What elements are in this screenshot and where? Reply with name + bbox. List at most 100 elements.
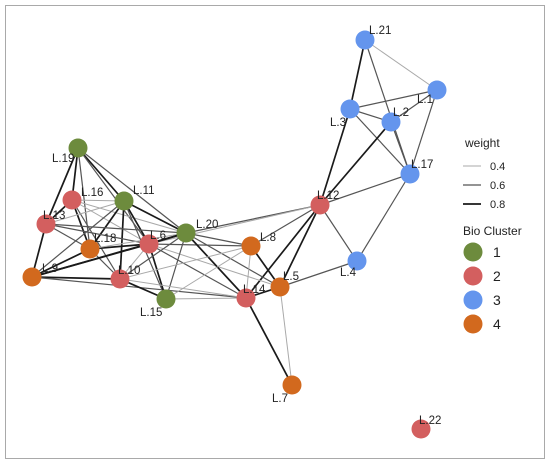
node-label: L.4 xyxy=(340,267,357,279)
nodes-layer: L.21L.1L.2 L.3L.17L.4 L.12 L.19L.16 L.11L.13… xyxy=(22,25,447,439)
node-label: L.1 xyxy=(417,94,433,106)
edge-L.5-L.7 xyxy=(279,286,293,386)
node-marker xyxy=(340,99,360,119)
cluster-legend-swatch xyxy=(463,266,483,286)
node-L.7: L.7 xyxy=(272,375,302,405)
node-marker xyxy=(156,289,176,309)
edge-L.11-L.10 xyxy=(119,200,125,280)
edge-L.3-L.1 xyxy=(349,89,438,110)
edge-L.19-L.20 xyxy=(77,147,187,234)
cluster-legend-swatch xyxy=(463,242,483,262)
edge-L.12-L.17 xyxy=(319,173,411,206)
node-L.6: L.6 xyxy=(139,230,166,254)
node-marker xyxy=(62,190,82,210)
node-L.3: L.3 xyxy=(330,99,360,129)
node-L.9: L.9 xyxy=(22,263,58,287)
cluster-legend-label: 2 xyxy=(493,268,501,284)
edge-L.11-L.13 xyxy=(45,200,125,225)
edge-L.15-L.8 xyxy=(165,245,252,300)
cluster-legend-swatch xyxy=(463,290,483,310)
node-L.17: L.17 xyxy=(400,159,433,184)
legend-cluster-title: Bio Cluster xyxy=(463,224,522,238)
node-L.21: L.21 xyxy=(355,25,391,50)
edge-L.12-L.8 xyxy=(250,204,321,247)
edge-L.19-L.6 xyxy=(77,147,150,245)
node-L.4: L.4 xyxy=(340,251,367,279)
edge-L.11-L.20 xyxy=(123,200,187,234)
node-L.18: L.18 xyxy=(80,233,116,259)
node-marker xyxy=(282,375,302,395)
node-marker xyxy=(241,236,261,256)
edge-L.21-L.17 xyxy=(364,39,411,175)
edge-L.20-L.10 xyxy=(119,232,187,280)
edge-L.6-L.15 xyxy=(148,243,167,300)
node-marker xyxy=(139,234,159,254)
edge-L.20-L.8 xyxy=(185,232,252,247)
cluster-legend: 1 2 3 4 xyxy=(463,242,501,334)
node-L.15: L.15 xyxy=(140,289,176,319)
node-L.5: L.5 xyxy=(270,271,299,297)
node-label: L.14 xyxy=(243,284,266,296)
node-label: L.5 xyxy=(283,271,299,283)
node-L.13: L.13 xyxy=(36,210,65,234)
node-marker xyxy=(176,223,196,243)
cluster-legend-label: 3 xyxy=(493,292,501,308)
node-marker xyxy=(68,138,88,158)
node-marker xyxy=(236,288,256,308)
node-marker xyxy=(347,251,367,271)
node-L.19: L.19 xyxy=(52,138,88,165)
node-marker xyxy=(355,30,375,50)
node-label: L.12 xyxy=(317,190,339,202)
node-L.11: L.11 xyxy=(114,185,155,211)
node-label: L.2 xyxy=(393,107,409,119)
edge-L.12-L.4 xyxy=(319,204,358,262)
legend-weight-title: weight xyxy=(464,136,500,150)
edge-L.6-L.8 xyxy=(148,243,252,247)
cluster-legend-label: 4 xyxy=(493,316,501,332)
edge-L.19-L.11 xyxy=(77,147,125,202)
node-marker xyxy=(270,277,290,297)
node-L.1: L.1 xyxy=(417,80,447,106)
node-L.20: L.20 xyxy=(176,219,218,243)
weight-legend-label: 0.8 xyxy=(490,199,505,211)
node-marker xyxy=(36,214,56,234)
node-marker xyxy=(22,267,42,287)
cluster-legend-swatch xyxy=(463,314,483,334)
edge-L.20-L.15 xyxy=(165,232,187,300)
edges-layer xyxy=(31,39,438,386)
node-label: L.21 xyxy=(369,25,391,37)
edge-L.21-L.1 xyxy=(364,39,438,91)
edge-L.16-L.6 xyxy=(71,199,150,245)
edge-L.16-L.20 xyxy=(71,199,187,234)
node-marker xyxy=(110,269,130,289)
node-label: L.16 xyxy=(81,187,103,199)
weight-legend-label: 0.6 xyxy=(490,180,505,192)
edge-L.12-L.14 xyxy=(245,204,321,299)
node-marker xyxy=(400,164,420,184)
weight-legend: 0.40.60.8 xyxy=(463,161,505,211)
edge-L.12-L.5 xyxy=(279,204,321,288)
edge-L.21-L.3 xyxy=(349,39,366,110)
node-L.12: L.12 xyxy=(310,190,339,215)
node-L.22: L.22 xyxy=(411,415,441,439)
edge-L.20-L.14 xyxy=(185,232,247,299)
edge-L.6-L.5 xyxy=(148,243,281,288)
edge-L.12-L.6 xyxy=(148,204,321,245)
node-marker xyxy=(80,239,100,259)
node-label: L.18 xyxy=(94,233,116,245)
node-label: L.20 xyxy=(196,219,218,231)
edge-L.11-L.18 xyxy=(89,200,125,250)
edge-L.13-L.6 xyxy=(45,223,150,245)
edge-L.15-L.14 xyxy=(165,297,247,300)
edge-L.13-L.20 xyxy=(45,223,187,234)
edge-L.14-L.7 xyxy=(245,297,293,386)
node-label: L.10 xyxy=(118,265,140,277)
node-L.8: L.8 xyxy=(241,232,276,256)
cluster-legend-label: 1 xyxy=(493,244,501,260)
node-marker xyxy=(411,419,431,439)
edge-L.19-L.13 xyxy=(45,147,79,225)
edge-L.10-L.8 xyxy=(119,245,252,280)
node-label: L.6 xyxy=(150,230,166,242)
